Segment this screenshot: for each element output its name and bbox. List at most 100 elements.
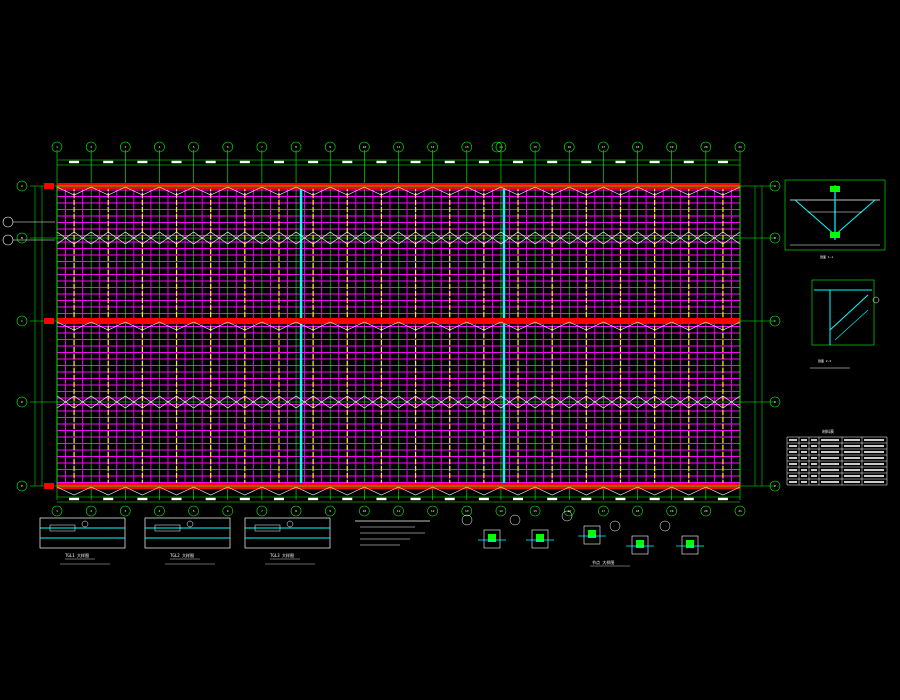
- column-axis-bubble: [120, 141, 131, 153]
- column-axis-label: 20: [704, 509, 708, 513]
- brace-line: [705, 321, 741, 331]
- row-axis-bubble: [16, 396, 28, 408]
- node-bubble: [461, 514, 473, 526]
- node-weld: [686, 540, 694, 548]
- node-details: 节点 大样图: [461, 510, 704, 567]
- dimension-text: [376, 497, 387, 501]
- table-cell-text: [789, 451, 797, 453]
- brace-chevron: [637, 395, 672, 409]
- column-axis-label: 21: [738, 509, 742, 513]
- column-axis-bubble: [290, 141, 302, 153]
- column-axis-label: 16: [567, 509, 571, 513]
- brace-chevron: [56, 395, 92, 409]
- column-axis-bubble: [393, 505, 404, 517]
- dimension-text: [683, 160, 694, 164]
- table-cell-text: [821, 451, 839, 453]
- tgl-detail-title: TGL1 大样图: [65, 552, 89, 558]
- tgl-plate: [254, 524, 281, 532]
- table-cell-text: [811, 457, 817, 459]
- column-axis-bubble: [324, 505, 336, 517]
- brace-chevron: [295, 231, 331, 245]
- column-axis-label: 6: [227, 509, 229, 513]
- node-weld: [536, 534, 544, 542]
- row-axis-bubble: [16, 480, 28, 492]
- dimension-text: [649, 160, 660, 164]
- table-cell-text: [811, 439, 817, 441]
- column-axis-bubble: [563, 141, 575, 153]
- column-axis-label: 2: [90, 145, 92, 149]
- column-axis-label: 13: [465, 509, 469, 513]
- brace-chevron: [637, 395, 672, 409]
- dimension-text: [444, 497, 455, 501]
- table-cell-text: [844, 457, 860, 459]
- brace-line: [330, 486, 365, 496]
- brace-line: [364, 186, 399, 196]
- node-bubble: [509, 514, 521, 526]
- brace-chevron: [500, 395, 536, 409]
- brace-chevron: [193, 231, 228, 245]
- brace-chevron: [671, 231, 707, 245]
- node-plate: [531, 529, 549, 549]
- dimension-text: [547, 160, 558, 164]
- row-axis-label: D: [774, 400, 776, 404]
- brace-line: [466, 186, 502, 196]
- table-cell-text: [801, 469, 807, 471]
- brace-chevron: [603, 231, 638, 245]
- brace-chevron: [227, 395, 263, 409]
- dimension-text: [273, 497, 284, 501]
- brace-line: [227, 186, 263, 196]
- brace-chevron: [671, 231, 707, 245]
- brace-line: [125, 186, 160, 196]
- brace-chevron: [329, 231, 365, 245]
- column-axis-label: 2: [90, 509, 92, 513]
- dimension-text: [649, 497, 660, 501]
- brace-line: [432, 321, 467, 331]
- column-axis-label: 12: [431, 145, 435, 149]
- row-axis-label: C: [774, 319, 776, 323]
- tgl-detail-box: [39, 517, 126, 549]
- brace-chevron: [159, 231, 194, 245]
- column-axis-bubble: [563, 505, 575, 517]
- column-axis-label: 18: [636, 509, 640, 513]
- table-cell-text: [864, 469, 884, 471]
- brace-line: [125, 486, 160, 496]
- brace-line: [364, 321, 399, 331]
- table-cell-text: [801, 439, 807, 441]
- brace-chevron: [534, 231, 570, 245]
- column-axis-label: 11: [397, 145, 401, 149]
- column-axis-label: 7: [261, 509, 263, 513]
- brace-chevron: [637, 231, 672, 245]
- column-axis-label: 21: [738, 145, 742, 149]
- svg-text:剖面 1-1: 剖面 1-1: [820, 254, 833, 259]
- brace-line: [91, 486, 126, 496]
- column-axis-label: 4: [159, 145, 161, 149]
- brace-chevron: [432, 231, 468, 245]
- table-cell-text: [811, 475, 817, 477]
- brace-chevron: [261, 395, 297, 409]
- dimension-text: [547, 497, 558, 501]
- table-cell-text: [811, 463, 817, 465]
- dimension-text: [103, 160, 114, 164]
- column-axis-bubble: [734, 505, 746, 517]
- brace-chevron: [56, 231, 92, 245]
- column-axis-label: 9: [329, 509, 331, 513]
- brace-line: [125, 321, 160, 331]
- brace-chevron: [603, 395, 638, 409]
- column-axis-label: 7: [261, 145, 263, 149]
- table-cell-text: [844, 463, 860, 465]
- table-cell-text: [789, 463, 797, 465]
- dimension-text: [717, 160, 728, 164]
- brace-line: [261, 186, 297, 196]
- column-axis-bubble: [598, 505, 609, 517]
- brace-line: [398, 321, 433, 331]
- column-axis-label: 12: [431, 509, 435, 513]
- brace-line: [569, 186, 604, 196]
- tgl-detail-title: TGL3 大样图: [270, 552, 294, 558]
- table-cell-text: [821, 457, 839, 459]
- table-cell-text: [789, 475, 797, 477]
- row-axis-bubble: [16, 315, 28, 327]
- brace-chevron: [90, 395, 126, 409]
- brace-chevron: [364, 231, 399, 245]
- general-notes: [355, 520, 430, 546]
